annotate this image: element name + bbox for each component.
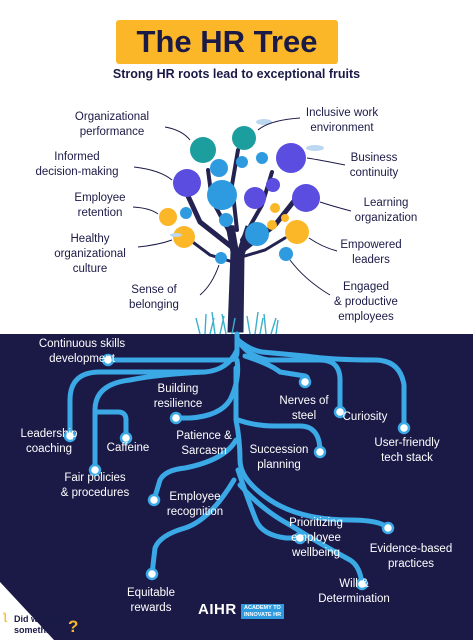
root-nodes: [63, 353, 411, 591]
root-label-leadership-coaching: Leadership coaching: [20, 428, 78, 455]
did-we-miss-something: Did we miss something: [14, 614, 67, 635]
root-label-fair-policies: Fair policies & procedures: [60, 472, 130, 499]
fruit-label-organizational-performance: Organizational performance: [74, 111, 150, 138]
root-label-employee-recognition: Employee recognition: [166, 491, 224, 518]
root-label-will-determination: Will & Determination: [318, 578, 390, 605]
lightbulb-icon: ƪ: [3, 612, 8, 623]
root-label-prioritizing-wellbeing: Prioritizing employee wellbeing: [289, 517, 343, 559]
tree-trunk: [185, 148, 301, 333]
page-title: The HR Tree: [136, 24, 318, 59]
root-label-building-resilience: Building resilience: [153, 383, 203, 410]
fruit-label-employee-retention: Employee retention: [74, 192, 126, 219]
fruit-label-informed-decision-making: Informed decision-making: [35, 151, 119, 178]
root-label-evidence-based: Evidence-based practices: [369, 543, 453, 570]
fruit-label-learning-organization: Learning organization: [354, 197, 418, 224]
fruit-label-sense-of-belonging: Sense of belonging: [129, 284, 179, 311]
fruit-label-inclusive-work-environment: Inclusive work environment: [305, 107, 379, 134]
aihr-logo-tagline: ACADEMY TO INNOVATE HR: [241, 604, 285, 619]
fruit-leader-lines: [132, 117, 352, 296]
page-subtitle: Strong HR roots lead to exceptional frui…: [112, 67, 361, 81]
root-label-equitable-rewards: Equitable rewards: [127, 587, 175, 614]
fruit-label-empowered-leaders: Empowered leaders: [340, 239, 402, 266]
corner-shape: [0, 582, 54, 640]
root-label-user-friendly-tech: User-friendly tech stack: [374, 437, 440, 464]
root-label-continuous-skills: Continuous skills development: [38, 338, 126, 365]
root-label-curiosity: Curiosity: [342, 411, 388, 423]
root-label-patience-sarcasm: Patience & Sarcasm: [176, 430, 232, 457]
root-label-caffeine: Caffeine: [106, 442, 150, 454]
root-label-succession-planning: Succession planning: [249, 444, 309, 471]
fruit-label-business-continuity: Business continuity: [349, 152, 399, 179]
root-label-nerves-of-steel: Nerves of steel: [279, 395, 329, 422]
fruit-label-healthy-culture: Healthy organizational culture: [54, 233, 126, 275]
tree-fruits: [159, 119, 324, 264]
aihr-logo: AIHR: [198, 601, 237, 618]
title-banner: [116, 20, 338, 64]
question-mark-icon: ?: [68, 617, 78, 636]
grass: [195, 311, 279, 335]
fruit-label-engaged-employees: Engaged & productive employees: [334, 281, 398, 323]
